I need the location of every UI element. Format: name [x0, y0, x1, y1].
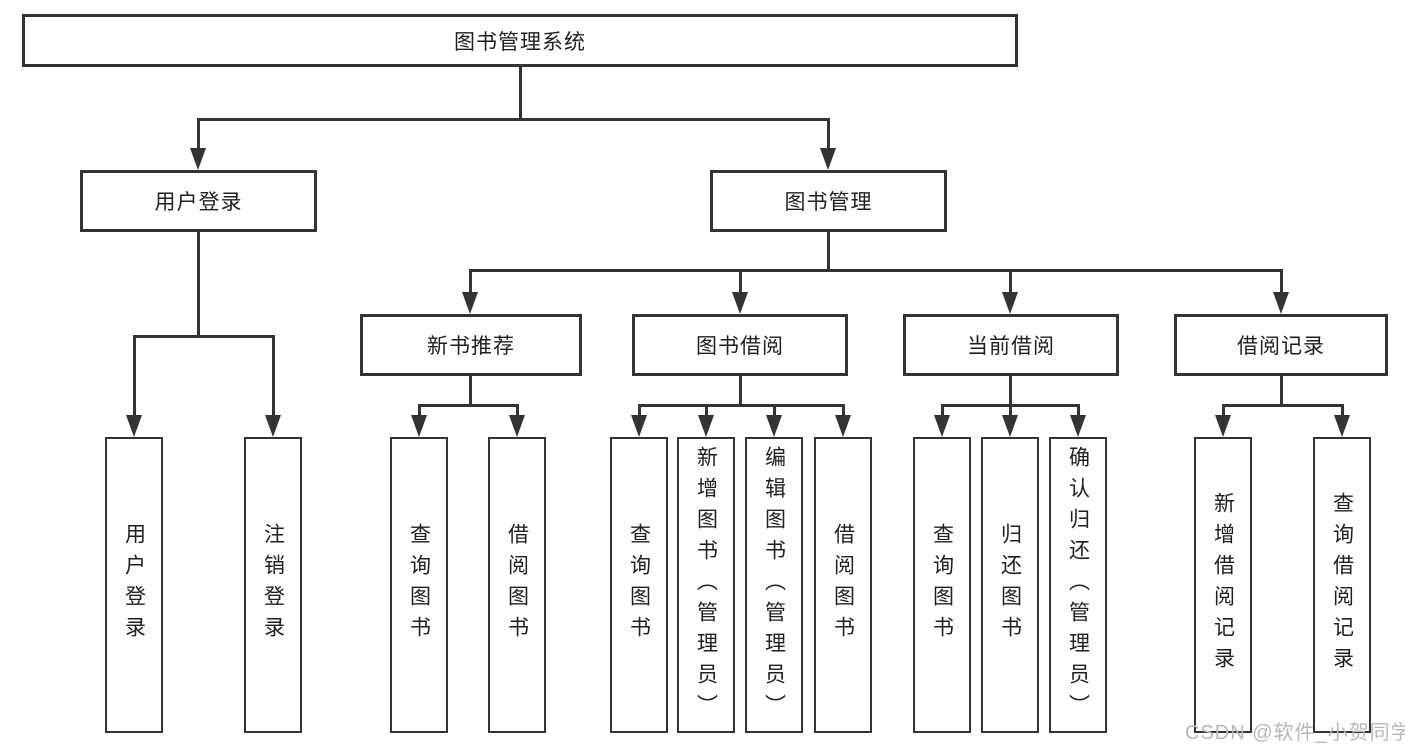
- node-borrowing-records: 借阅记录: [1174, 314, 1388, 376]
- connector-line: [469, 269, 1283, 272]
- connector-line: [1222, 404, 1342, 407]
- node-book-borrowing: 图书借阅: [632, 314, 848, 376]
- connector-line: [197, 232, 200, 338]
- node-library-management-system: 图书管理系统: [22, 14, 1018, 67]
- node-leaf-query-books-2: 查询图书: [610, 437, 668, 733]
- node-label: 借阅图书: [505, 523, 529, 647]
- connector-line: [418, 404, 519, 407]
- connector-line: [133, 335, 136, 417]
- arrowhead-down-icon: [190, 148, 206, 170]
- node-leaf-borrow-books-1: 借阅图书: [488, 437, 546, 733]
- node-leaf-return-books: 归还图书: [981, 437, 1039, 733]
- node-leaf-confirm-return-admin: 确认归还（管理员）: [1049, 437, 1107, 733]
- node-label: 用户登录: [154, 191, 243, 214]
- node-leaf-query-books-1: 查询图书: [390, 437, 448, 733]
- node-label: 借阅记录: [1237, 335, 1325, 358]
- node-leaf-logout: 注销登录: [244, 437, 302, 733]
- node-label: 借阅图书: [831, 523, 855, 647]
- node-label: 查询借阅记录: [1330, 492, 1354, 678]
- connector-line: [1009, 376, 1012, 407]
- connector-line: [1009, 404, 1012, 418]
- node-label: 当前借阅: [967, 335, 1055, 358]
- connector-line: [773, 404, 776, 418]
- csdn-watermark: CSDN @软件_小贺同学: [1185, 722, 1405, 744]
- node-leaf-query-borrow-record: 查询借阅记录: [1313, 437, 1371, 733]
- node-label: 图书借阅: [696, 335, 784, 358]
- connector-line: [638, 404, 844, 407]
- arrowhead-down-icon: [509, 415, 525, 437]
- arrowhead-down-icon: [732, 292, 748, 314]
- connector-line: [1280, 269, 1283, 295]
- node-leaf-add-borrow-record: 新增借阅记录: [1194, 437, 1252, 733]
- node-label: 注销登录: [261, 523, 285, 647]
- connector-line: [739, 269, 742, 295]
- connector-line: [1009, 269, 1012, 295]
- node-label: 用户登录: [122, 523, 146, 647]
- arrowhead-down-icon: [1002, 415, 1018, 437]
- arrowhead-down-icon: [631, 415, 647, 437]
- node-label: 新增图书（管理员）: [694, 445, 718, 725]
- node-leaf-add-books-admin: 新增图书（管理员）: [677, 437, 735, 733]
- connector-line: [1280, 376, 1283, 407]
- connector-line: [827, 118, 830, 150]
- node-leaf-borrow-books-2: 借阅图书: [814, 437, 872, 733]
- node-label: 图书管理系统: [454, 30, 586, 54]
- node-label: 图书管理: [784, 191, 873, 214]
- node-new-book-recommendation: 新书推荐: [360, 314, 582, 376]
- connector-line: [519, 67, 522, 120]
- node-label: 新增借阅记录: [1211, 492, 1235, 678]
- node-leaf-user-login: 用户登录: [105, 437, 163, 733]
- arrowhead-down-icon: [462, 292, 478, 314]
- arrowhead-down-icon: [1002, 292, 1018, 314]
- node-label: 查询图书: [407, 523, 431, 647]
- node-label: 确认归还（管理员）: [1066, 445, 1090, 725]
- connector-line: [1222, 404, 1225, 418]
- connector-line: [516, 404, 519, 418]
- node-label: 新书推荐: [427, 335, 515, 358]
- node-book-management: 图书管理: [710, 170, 947, 232]
- arrowhead-down-icon: [1273, 292, 1289, 314]
- connector-line: [1077, 404, 1080, 418]
- connector-line: [1341, 404, 1344, 418]
- connector-line: [469, 269, 472, 295]
- connector-line: [197, 118, 200, 150]
- arrowhead-down-icon: [934, 415, 950, 437]
- connector-line: [418, 404, 421, 418]
- node-user-login: 用户登录: [80, 170, 317, 232]
- connector-line: [638, 404, 641, 418]
- node-label: 归还图书: [998, 523, 1022, 647]
- arrowhead-down-icon: [1070, 415, 1086, 437]
- node-label: 查询图书: [930, 523, 954, 647]
- connector-line: [705, 404, 708, 418]
- node-label: 编辑图书（管理员）: [762, 445, 786, 725]
- arrowhead-down-icon: [1215, 415, 1231, 437]
- connector-line: [941, 404, 944, 418]
- connector-line: [739, 376, 742, 407]
- node-leaf-edit-books-admin: 编辑图书（管理员）: [745, 437, 803, 733]
- arrowhead-down-icon: [835, 415, 851, 437]
- connector-line: [197, 118, 830, 121]
- arrowhead-down-icon: [411, 415, 427, 437]
- connector-line: [842, 404, 845, 418]
- node-leaf-query-books-3: 查询图书: [913, 437, 971, 733]
- arrowhead-down-icon: [1334, 415, 1350, 437]
- arrowhead-down-icon: [820, 148, 836, 170]
- node-current-borrowing: 当前借阅: [903, 314, 1119, 376]
- connector-line: [272, 335, 275, 417]
- connector-line: [133, 335, 275, 338]
- arrowhead-down-icon: [126, 415, 142, 437]
- arrowhead-down-icon: [265, 415, 281, 437]
- connector-line: [469, 376, 472, 407]
- connector-line: [827, 232, 830, 272]
- arrowhead-down-icon: [698, 415, 714, 437]
- node-label: 查询图书: [627, 523, 651, 647]
- arrowhead-down-icon: [766, 415, 782, 437]
